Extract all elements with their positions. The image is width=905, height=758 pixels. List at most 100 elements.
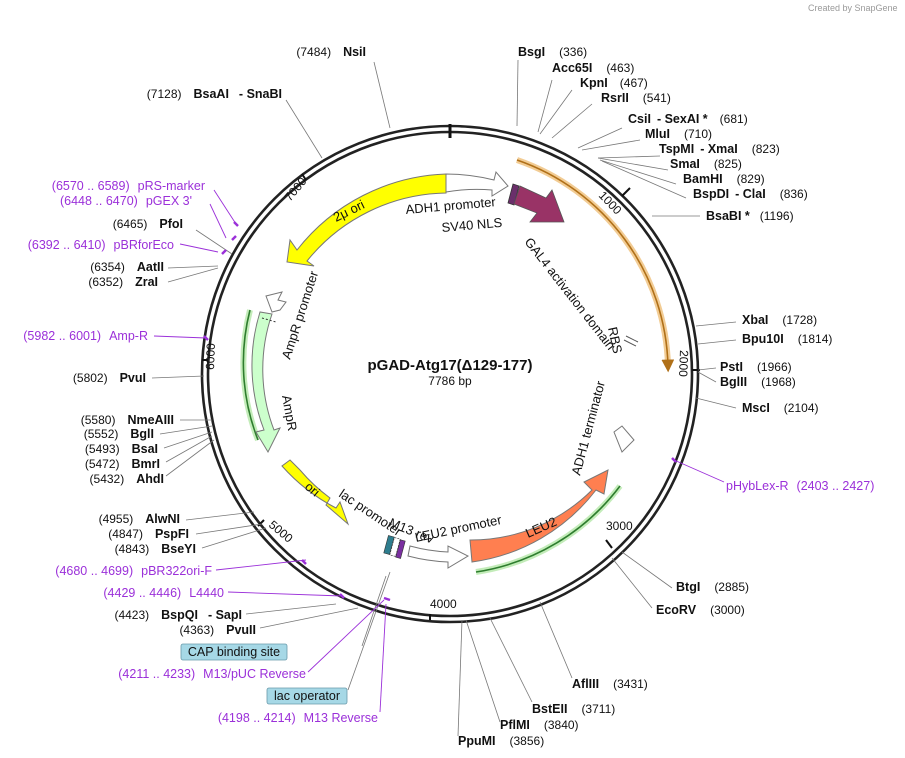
- feature-adh1-promoter: [445, 170, 509, 197]
- enzyme-bamhi: BamHI(829): [683, 172, 765, 186]
- feature-cap-site: [383, 535, 395, 555]
- ampr-dashed: [261, 317, 277, 323]
- enzyme-btgi: BtgI(2885): [676, 580, 749, 594]
- tick-3000: [605, 539, 613, 549]
- enzyme-nsii: (7484)NsiI: [296, 45, 366, 59]
- feature-leu2: [469, 469, 609, 563]
- feature-sv40-nls: [507, 183, 520, 206]
- enzyme-ppumi: PpuMI(3856): [458, 734, 544, 748]
- lac-operator-label: lac operator: [274, 689, 340, 703]
- enzyme-bmri: (5472)BmrI: [85, 457, 160, 471]
- tick-label-2000: 2000: [676, 350, 691, 377]
- primer-marks: [203, 221, 677, 602]
- primer-amp-r: (5982 .. 6001)Amp-R: [23, 329, 148, 343]
- enzyme-labels-left: (7484)NsiI (7128)BsaAI- SnaBI (6465)PfoI…: [73, 45, 366, 637]
- label-ampr: AmpR: [279, 394, 300, 432]
- primer-m13-puc-reverse: (4211 .. 4233)M13/pUC Reverse: [118, 667, 306, 681]
- enzyme-psti: PstI(1966): [720, 360, 792, 374]
- orf-arc-ampr: [242, 309, 259, 441]
- tick-label-5000: 5000: [266, 518, 296, 546]
- enzyme-bsteii: BstEII(3711): [532, 702, 615, 716]
- feature-gal4-ad: [513, 185, 565, 223]
- label-gal4-ad: GAL4 activation domain: [522, 235, 619, 353]
- label-sv40-nls: SV40 NLS: [441, 215, 503, 235]
- orf-arc-orange: [516, 159, 675, 373]
- label-adh1-promoter: ADH1 promoter: [405, 194, 497, 217]
- feature-rbs-a: [625, 335, 639, 343]
- cap-binding-site-label: CAP binding site: [188, 645, 280, 659]
- primer-labels: (6570 .. 6589)pRS-marker (6448 .. 6470)p…: [23, 179, 874, 725]
- enzyme-nmeaiii: (5580)NmeAIII: [81, 413, 174, 427]
- tick-1000: [621, 187, 631, 197]
- label-rbs: RBS: [605, 326, 625, 356]
- enzyme-bspdi: BspDI- ClaI(836): [693, 187, 808, 201]
- feature-leu2-promoter: [407, 545, 470, 569]
- feature-lac-operator: [395, 539, 406, 559]
- enzyme-bseyi: (4843)BseYI: [115, 542, 196, 556]
- primer-pbr322ori-f: (4680 .. 4699)pBR322ori-F: [55, 564, 212, 578]
- enzyme-pfoi: (6465)PfoI: [113, 217, 183, 231]
- tick-5000: [257, 519, 265, 527]
- primer-m13-reverse: (4198 .. 4214)M13 Reverse: [218, 711, 378, 725]
- feature-2micron-ori: [286, 173, 447, 267]
- enzyme-mlui: MluI(710): [645, 127, 712, 141]
- enzyme-zrai: (6352)ZraI: [88, 275, 158, 289]
- enzyme-kpni: KpnI(467): [580, 76, 648, 90]
- feature-adh1-terminator: [613, 425, 635, 453]
- tick-label-3000: 3000: [606, 519, 633, 533]
- enzyme-pflmi: PflMI(3840): [500, 718, 579, 732]
- enzyme-tspmi: TspMI- XmaI(823): [659, 142, 780, 156]
- feature-ampr-promoter: [265, 291, 287, 313]
- primer-phyblex-r: pHybLex-R(2403 .. 2427): [726, 479, 874, 493]
- enzyme-bpu10i: Bpu10I(1814): [742, 332, 832, 346]
- enzyme-bgli: (5552)BglI: [84, 427, 154, 441]
- tick-7000: [301, 173, 307, 181]
- enzyme-pvuii: (4363)PvuII: [179, 623, 256, 637]
- primer-l4440: (4429 .. 4446)L4440: [103, 586, 224, 600]
- lac-operator-box: [266, 687, 348, 705]
- enzyme-aatii: (6354)AatII: [90, 260, 164, 274]
- plasmid-name: pGAD-Atg17(Δ129-177): [368, 357, 533, 374]
- primer-prs-marker: (6570 .. 6589)pRS-marker: [52, 179, 205, 193]
- orf-arc-leu2: [475, 485, 621, 573]
- enzyme-smai: SmaI(825): [670, 157, 742, 171]
- boxed-cap-binding-site: CAP binding site: [180, 643, 288, 661]
- enzyme-ecorv: EcoRV(3000): [656, 603, 745, 617]
- primer-pgex3: (6448 .. 6470)pGEX 3': [60, 194, 192, 208]
- label-lac-promoter: lac promoter: [336, 486, 405, 539]
- enzyme-bsgi: BsgI(336): [518, 45, 587, 59]
- enzyme-leaders-right: [457, 59, 737, 737]
- feature-lac-promoter: [389, 537, 401, 557]
- enzyme-bsai: (5493)BsaI: [85, 442, 158, 456]
- tick-label-6000: 6000: [203, 343, 218, 370]
- enzyme-afliii: AflIII(3431): [572, 677, 648, 691]
- label-ampr-promoter: AmpR promoter: [279, 268, 322, 361]
- label-adh1-terminator: ADH1 terminator: [568, 379, 608, 477]
- enzyme-xbai: XbaI(1728): [742, 313, 817, 327]
- plasmid-length: 7786 bp: [428, 374, 472, 388]
- enzyme-bglii: BglII(1968): [720, 375, 796, 389]
- enzyme-pspfi: (4847)PspFI: [108, 527, 189, 541]
- enzyme-rsrii: RsrII(541): [601, 91, 671, 105]
- enzyme-labels-right: BsgI(336) Acc65I(463) KpnI(467) RsrII(54…: [458, 45, 832, 748]
- primer-pbrforeco: (6392 .. 6410)pBRforEco: [28, 238, 174, 252]
- enzyme-pvui-5802: (5802)PvuI: [73, 371, 146, 385]
- enzyme-csii: CsiI- SexAI *(681): [628, 112, 748, 126]
- feature-ori: [281, 459, 350, 526]
- feature-ampr: [251, 311, 281, 454]
- enzyme-bsabi: BsaBI *(1196): [706, 209, 794, 223]
- enzyme-msci: MscI(2104): [742, 401, 818, 415]
- enzyme-bspqi: (4423)BspQI- SapI: [114, 608, 242, 622]
- enzyme-alwni: (4955)AlwNI: [99, 512, 180, 526]
- enzyme-acc65i: Acc65I(463): [552, 61, 634, 75]
- feature-rbs-b: [623, 339, 637, 347]
- snapgene-credit: Created by SnapGene: [808, 3, 898, 13]
- enzyme-ahdi: (5432)AhdI: [90, 472, 164, 486]
- cap-box: [180, 643, 288, 661]
- enzyme-bsaai: (7128)BsaAI- SnaBI: [147, 87, 282, 101]
- enzyme-leaders-left: [151, 61, 391, 691]
- tick-label-4000: 4000: [430, 597, 457, 611]
- boxed-lac-operator: lac operator: [266, 687, 348, 705]
